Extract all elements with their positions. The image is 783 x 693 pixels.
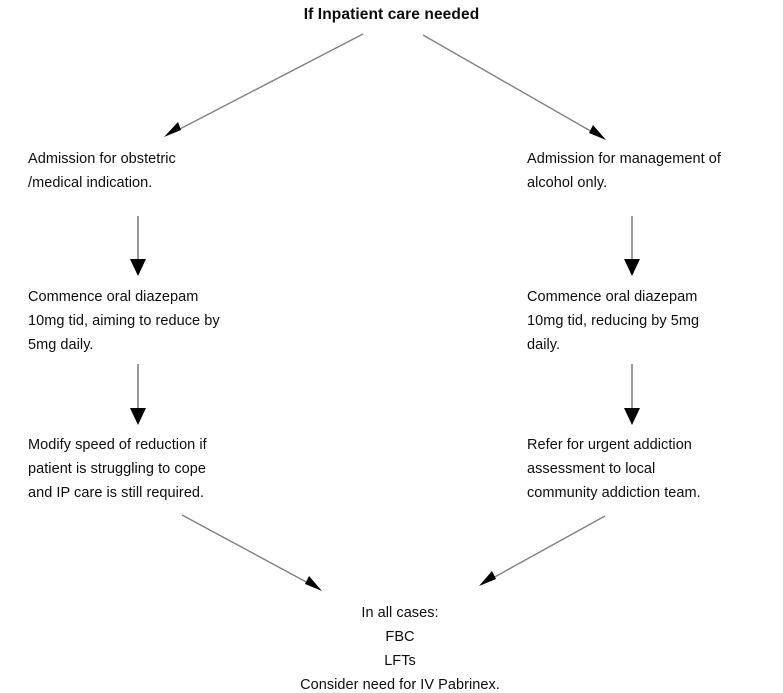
node-admission-obstetric: Admission for obstetric /medical indicat… bbox=[28, 151, 176, 191]
node-modify-speed-reduction: Modify speed of reduction if patient is … bbox=[28, 437, 207, 501]
arrow-right-1-to-right-2 bbox=[624, 216, 640, 276]
arrow-right-2-to-right-3 bbox=[624, 364, 640, 425]
arrow-title-to-right-branch bbox=[422, 34, 606, 140]
node-in-all-cases: In all cases: FBC LFTs Consider need for… bbox=[300, 605, 500, 693]
arrow-left-3-to-bottom bbox=[181, 514, 322, 591]
node-refer-addiction: Refer for urgent addiction assessment to… bbox=[527, 437, 701, 501]
arrow-left-1-to-left-2 bbox=[130, 216, 146, 276]
arrow-left-2-to-left-3 bbox=[130, 364, 146, 425]
node-diazepam-aiming-reduce: Commence oral diazepam 10mg tid, aiming … bbox=[28, 289, 220, 353]
arrow-right-3-to-bottom bbox=[479, 515, 606, 586]
node-admission-alcohol: Admission for management of alcohol only… bbox=[527, 151, 721, 191]
page-title: If Inpatient care needed bbox=[303, 6, 480, 23]
arrow-title-to-left-branch bbox=[164, 33, 364, 137]
node-diazepam-reducing: Commence oral diazepam 10mg tid, reducin… bbox=[527, 289, 700, 353]
